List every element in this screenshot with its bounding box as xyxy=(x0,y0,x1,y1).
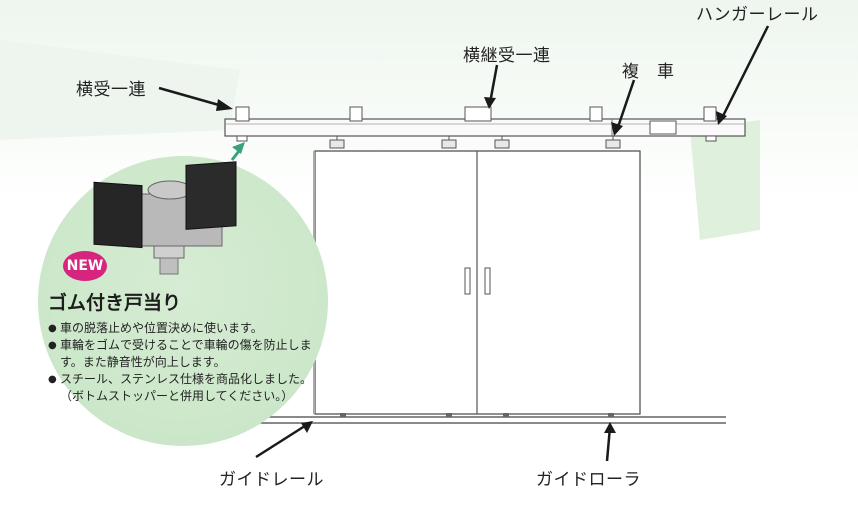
label-horizontal-receiver: 横受一連 xyxy=(76,80,146,100)
callout-arrow xyxy=(230,142,245,161)
rubber-door-stop-image xyxy=(93,161,237,275)
leader-arrows xyxy=(158,25,770,462)
trolley-wheels xyxy=(329,136,621,149)
guide-rollers xyxy=(340,413,614,417)
product-description: 車の脱落止めや位置決めに使います。 車輪をゴムで受けることで車輪の傷を防止します… xyxy=(48,320,318,405)
label-guide-rail: ガイドレール xyxy=(219,470,324,490)
arrow-heads xyxy=(216,97,727,433)
label-horizontal-joint-receiver: 横継受一連 xyxy=(463,46,551,66)
description-item: 車輪をゴムで受けることで車輪の傷を防止します。また静音性が向上します。 xyxy=(48,337,318,371)
rail-brackets xyxy=(235,106,717,142)
guide-rail xyxy=(228,416,726,424)
description-item: 車の脱落止めや位置決めに使います。 xyxy=(48,320,318,337)
new-badge: NEW xyxy=(63,251,107,281)
sliding-doors xyxy=(313,150,641,415)
label-hanger-rail: ハンガーレール xyxy=(696,5,819,25)
description-item: スチール、ステンレス仕様を商品化しました。（ボトムストッパーと併用してください。… xyxy=(48,371,318,405)
hanger-rail xyxy=(224,118,746,137)
label-guide-roller: ガイドローラ xyxy=(536,470,641,490)
label-compound-wheel: 複 車 xyxy=(622,62,675,82)
bg-shape xyxy=(0,40,240,140)
bg-shape xyxy=(690,120,760,240)
product-title: ゴム付き戸当り xyxy=(48,292,182,314)
